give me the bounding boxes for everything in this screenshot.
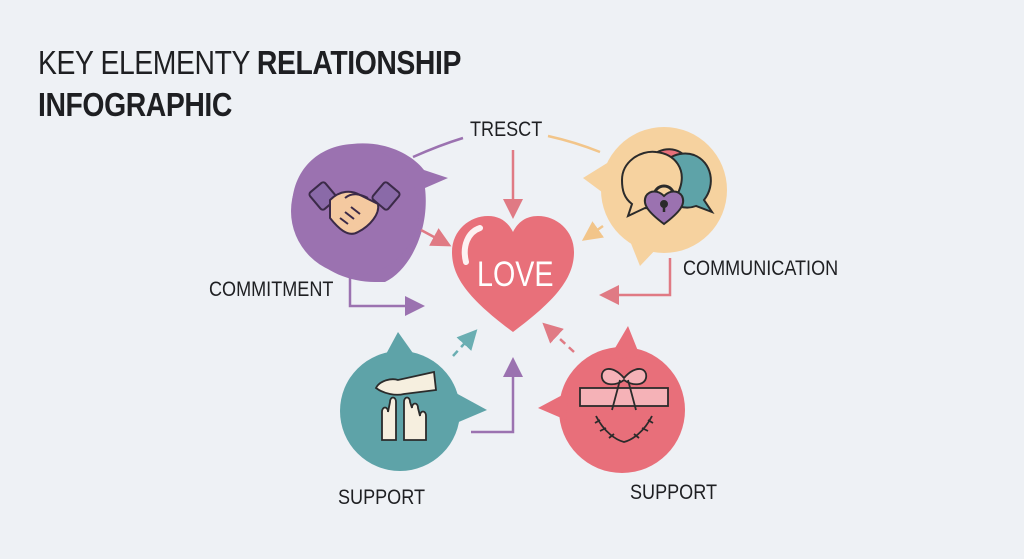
handshake-icon <box>308 181 401 235</box>
label-support-right: SUPPORT <box>630 481 717 504</box>
support-left-arrow-dashed <box>452 329 478 357</box>
title-line-2: INFOGRAPHIC <box>38 86 232 123</box>
label-trust: TRESCT <box>470 118 543 141</box>
commitment-arrow-diag <box>420 228 452 247</box>
heart-highlight <box>461 225 483 265</box>
bow-handshake-laurel-icon <box>579 368 669 443</box>
trust-to-communication-curve <box>547 134 601 154</box>
commitment-arrow-elbow <box>348 272 425 316</box>
communication-arrow-elbow <box>599 258 672 305</box>
support-left-bubble <box>340 332 487 471</box>
support-right-bubble <box>538 326 685 473</box>
speech-bubbles-heart-lock-icon <box>620 148 715 226</box>
center-label: LOVE <box>477 255 554 294</box>
label-support-left: SUPPORT <box>338 486 425 509</box>
label-communication: COMMUNICATION <box>683 257 839 280</box>
title-part-2: RELATIONSHIP <box>256 44 461 81</box>
trust-to-commitment-curve <box>412 136 464 159</box>
communication-arrow-diag <box>581 221 605 241</box>
support-right-arrow-dashed <box>542 322 575 353</box>
page-title: KEY ELEMENTY RELATIONSHIP INFOGRAPHIC <box>38 42 461 126</box>
title-part-1: KEY ELEMENTY <box>38 44 257 81</box>
heart-icon <box>452 216 574 332</box>
label-commitment: COMMITMENT <box>209 278 334 301</box>
helping-hands-icon <box>374 370 437 441</box>
support-left-arrow-elbow <box>471 357 523 434</box>
